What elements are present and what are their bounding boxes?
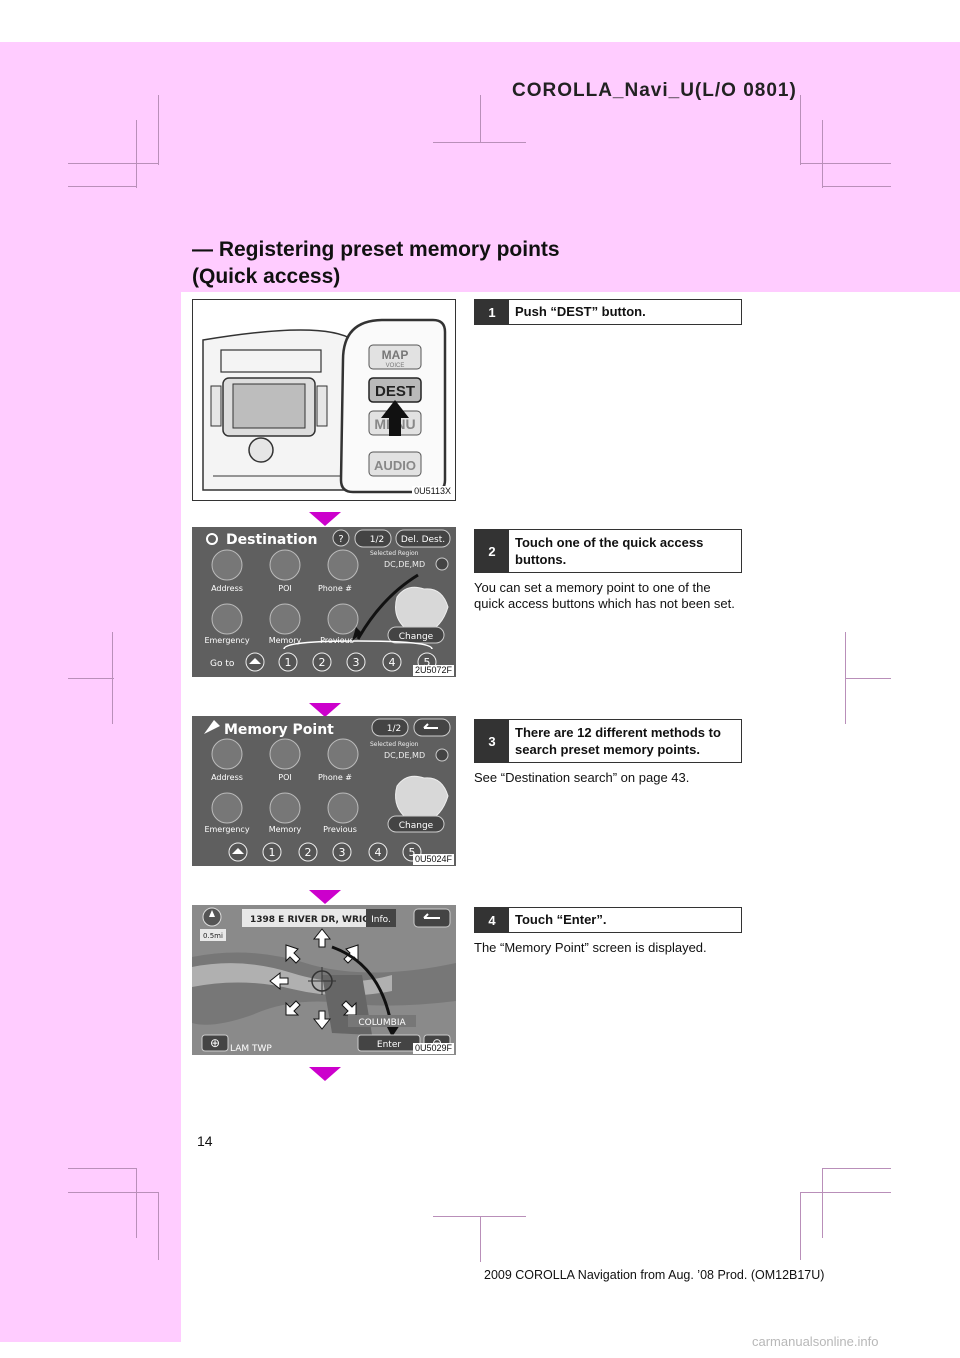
step-number: 1 (475, 300, 509, 324)
preset-1[interactable]: 1 (269, 846, 276, 859)
top-band (0, 42, 960, 292)
scroll-upleft-arrow-icon[interactable] (285, 944, 301, 964)
left-margin-band (0, 292, 181, 1342)
memory-item[interactable]: Memory (269, 636, 302, 645)
selected-region-label: Selected Region (370, 550, 419, 557)
address-item[interactable]: Address (211, 584, 243, 593)
dest-button-label: DEST (375, 383, 415, 400)
preset-4[interactable]: 4 (389, 656, 396, 669)
watermark: carmanualsonline.info (752, 1334, 879, 1349)
step-instruction: Push “DEST” button. (515, 304, 646, 319)
audio-button-label: AUDIO (374, 458, 416, 473)
selected-region-label: Selected Region (370, 741, 419, 748)
figure-destination-screen: Destination ? 1/2 Del. Dest. Selected Re… (192, 527, 456, 677)
memory-point-screen-illustration: Memory Point 1/2 Selected Region DC,DE,M… (192, 716, 456, 866)
step-4-description: The “Memory Point” screen is displayed. (474, 940, 707, 955)
compass-icon[interactable] (209, 910, 215, 917)
info-button[interactable]: Info. (371, 915, 391, 925)
poi-item[interactable]: POI (278, 584, 291, 593)
scroll-downright-arrow-icon[interactable] (341, 1000, 357, 1016)
enter-button[interactable]: Enter (377, 1040, 401, 1050)
preset-2[interactable]: 2 (319, 656, 326, 669)
place-label-columbia: COLUMBIA (358, 1018, 406, 1028)
figure-code: 0U5029F (412, 1043, 454, 1054)
step-instruction: Touch “Enter”. (515, 912, 607, 927)
previous-item[interactable]: Previous (323, 825, 357, 834)
preset-1[interactable]: 1 (285, 656, 292, 669)
section-title-line-1: — Registering preset memory points (192, 238, 560, 261)
figure-code: 0U5113X (412, 486, 453, 497)
step-number: 2 (475, 530, 509, 572)
place-label-lam-twp: LAM TWP (230, 1044, 272, 1054)
press-arrow-icon (381, 400, 409, 436)
preset-3[interactable]: 3 (353, 656, 360, 669)
back-icon[interactable] (423, 723, 438, 729)
voice-button-label: VOICE (386, 363, 405, 369)
preset-4[interactable]: 4 (375, 846, 382, 859)
step-1: 1 Push “DEST” button. (474, 299, 742, 325)
del-dest-button[interactable]: Del. Dest. (401, 535, 445, 545)
change-button[interactable]: Change (399, 632, 434, 642)
change-button[interactable]: Change (399, 821, 434, 831)
destination-screen-illustration: Destination ? 1/2 Del. Dest. Selected Re… (192, 527, 456, 677)
back-icon[interactable] (423, 913, 440, 919)
poi-item[interactable]: POI (278, 773, 291, 782)
address-bar: 1398 E RIVER DR, WRIGH... (250, 915, 387, 925)
preset-5[interactable]: 5 (409, 846, 416, 859)
step-3-description: See “Destination search” on page 43. (474, 770, 690, 785)
map-button-label: MAP (382, 348, 409, 362)
scroll-left-arrow-icon[interactable] (269, 971, 289, 991)
section-title-line-2: (Quick access) (192, 265, 341, 288)
flow-arrow-icon (309, 512, 341, 526)
step-4: 4 Touch “Enter”. (474, 907, 742, 933)
document-footer: 2009 COROLLA Navigation from Aug. ’08 Pr… (484, 1268, 825, 1282)
figure-dashboard: MAP VOICE DEST MENU AUDIO 0U5113X (192, 299, 456, 501)
emergency-item[interactable]: Emergency (204, 636, 249, 645)
touch-arrow-icon (356, 573, 419, 640)
figure-code: 0U5024F (412, 854, 454, 865)
figure-memory-point-screen: Memory Point 1/2 Selected Region DC,DE,M… (192, 716, 456, 866)
scale-indicator: 0.5mi (203, 932, 223, 940)
scroll-downleft-arrow-icon[interactable] (285, 1000, 301, 1016)
scroll-up-arrow-icon[interactable] (312, 928, 332, 948)
page-indicator[interactable]: 1/2 (387, 724, 401, 734)
go-to-label: Go to (210, 659, 235, 669)
dashboard-illustration: MAP VOICE DEST MENU AUDIO (202, 318, 447, 494)
step-number: 3 (475, 720, 509, 762)
screen-title: Memory Point (224, 722, 334, 738)
map-screen-illustration: 1398 E RIVER DR, WRIGH... Info. 0.5mi CO… (192, 905, 456, 1055)
figure-code: 2U5072F (412, 665, 454, 676)
page-number: 14 (197, 1133, 213, 1149)
phone-item[interactable]: Phone # (318, 773, 352, 782)
selected-region-value: DC,DE,MD (384, 560, 425, 569)
screen-title: Destination (226, 532, 317, 548)
emergency-item[interactable]: Emergency (204, 825, 249, 834)
document-header-code: COROLLA_Navi_U(L/O 0801) (512, 80, 797, 101)
flow-arrow-icon (309, 703, 341, 717)
figure-map-screen: 1398 E RIVER DR, WRIGH... Info. 0.5mi CO… (192, 905, 456, 1055)
page-indicator[interactable]: 1/2 (370, 535, 384, 545)
preset-2[interactable]: 2 (305, 846, 312, 859)
memory-item[interactable]: Memory (269, 825, 302, 834)
flow-arrow-icon (309, 1067, 341, 1081)
preset-5[interactable]: 5 (424, 656, 431, 669)
home-icon[interactable] (249, 658, 261, 664)
step-3: 3 There are 12 different methods to sear… (474, 719, 742, 763)
step-instruction: Touch one of the quick access buttons. (515, 535, 704, 567)
flow-arrow-icon (309, 890, 341, 904)
home-icon[interactable] (232, 848, 244, 854)
phone-item[interactable]: Phone # (318, 584, 352, 593)
section-title: — Registering preset memory points (Quic… (192, 236, 560, 290)
address-item[interactable]: Address (211, 773, 243, 782)
step-2: 2 Touch one of the quick access buttons. (474, 529, 742, 573)
step-number: 4 (475, 908, 509, 932)
help-icon[interactable]: ? (338, 534, 343, 545)
preset-3[interactable]: 3 (339, 846, 346, 859)
zoom-in-icon[interactable]: ⊕ (210, 1036, 220, 1050)
step-instruction: There are 12 different methods to search… (515, 725, 721, 757)
flag-icon (204, 720, 220, 734)
step-2-description: You can set a memory point to one of the… (474, 580, 735, 611)
selected-region-value: DC,DE,MD (384, 751, 425, 760)
scroll-down-arrow-icon[interactable] (312, 1010, 332, 1030)
